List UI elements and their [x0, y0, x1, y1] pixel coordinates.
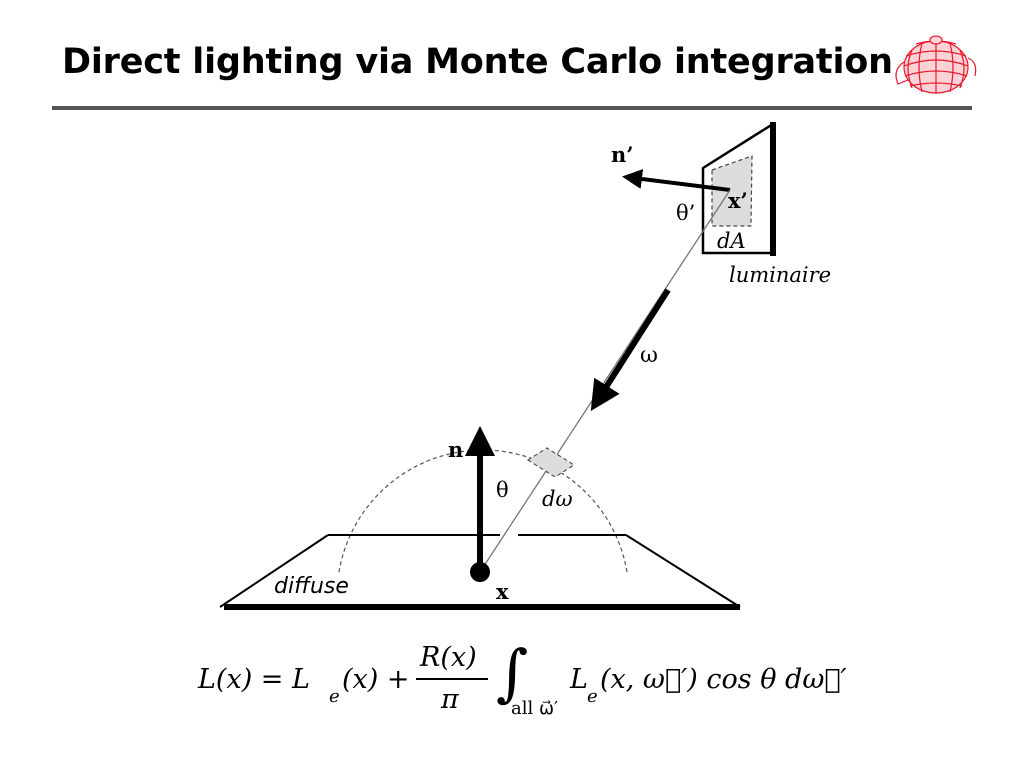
rendering-equation: L(x) = L e (x) + R(x) π ∫ all ω⃗′ L e (x…	[198, 636, 847, 730]
integral-sign: ∫	[496, 636, 529, 709]
label-n: n	[448, 437, 463, 462]
label-omega: ω	[640, 343, 658, 368]
equation-lhs-argument: (x) +	[342, 664, 410, 695]
equation-denominator: π	[441, 684, 459, 715]
luminaire	[701, 121, 776, 256]
area-patch-dA	[711, 155, 753, 227]
label-dA: dA	[717, 229, 746, 253]
incoming-direction-arrow	[590, 288, 671, 412]
label-luminaire: luminaire	[729, 263, 831, 287]
label-theta: θ	[496, 478, 509, 502]
label-x: x	[496, 579, 509, 604]
label-diffuse: diffuse	[274, 574, 349, 599]
label-d-omega: dω	[542, 487, 573, 511]
light-ray	[479, 189, 731, 573]
label-theta-prime: θ’	[676, 201, 695, 225]
equation-numerator: R(x)	[420, 642, 477, 673]
luminaire-normal-arrow	[622, 169, 731, 192]
fraction-bar	[416, 678, 488, 680]
integrand-subscript: e	[587, 686, 598, 707]
teapot-wireframe-icon	[895, 35, 977, 94]
surface-point	[470, 562, 490, 582]
integrand-radiance: L	[570, 664, 588, 695]
integrand-rest: (x, ω⃗′) cos θ dω⃗′	[600, 664, 847, 695]
slide-title: Direct lighting via Monte Carlo integrat…	[62, 42, 893, 82]
equation-lhs-subscript: e	[329, 686, 340, 707]
label-n-prime: n’	[611, 142, 634, 167]
diffuse-surface	[219, 534, 741, 610]
equation-lhs: L(x) = L	[198, 664, 310, 695]
label-x-prime: x’	[728, 188, 748, 213]
solid-angle-patch	[526, 447, 576, 478]
title-divider	[52, 106, 972, 110]
integral-domain: all ω⃗′	[511, 698, 559, 719]
